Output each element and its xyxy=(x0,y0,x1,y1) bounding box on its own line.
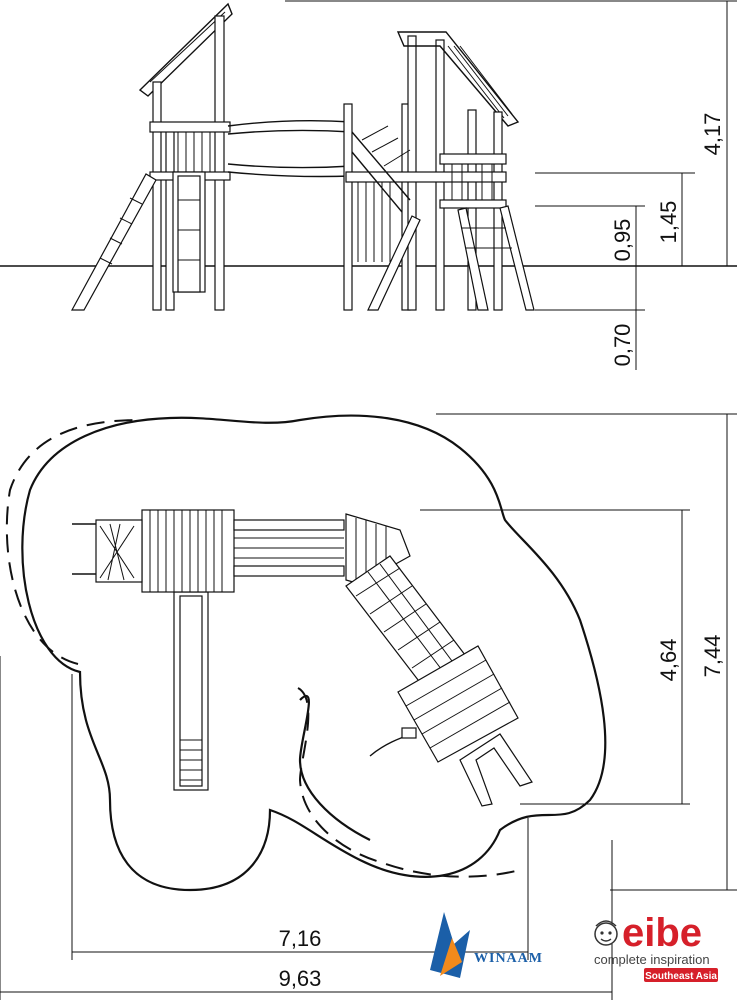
eibe-region-badge xyxy=(644,968,718,982)
dim-platform-low: 0,95 xyxy=(610,219,635,262)
dim-foundation-depth: 0,70 xyxy=(610,324,635,367)
eibe-region-label: Southeast Asia xyxy=(645,971,717,982)
winaam-wordmark: WINAAM xyxy=(474,951,543,966)
side-elevation-view: 4,17 1,45 0,95 0,70 xyxy=(0,0,737,370)
eibe-wordmark: eibe xyxy=(622,911,702,955)
plan-view: 7,44 4,64 7,16 9,63 xyxy=(0,413,737,1000)
dim-width-inner: 7,16 xyxy=(279,926,322,951)
eibe-logo: eibe complete inspiration Southeast Asia xyxy=(594,911,718,982)
dim-platform-high: 1,45 xyxy=(656,201,681,244)
eibe-face-icon xyxy=(594,920,618,946)
dim-depth-total: 7,44 xyxy=(700,635,725,678)
impact-zone-dashed-outline xyxy=(5,419,521,878)
dim-total-height: 4,17 xyxy=(700,113,725,156)
dim-width-total: 9,63 xyxy=(279,966,322,991)
dim-depth-inner: 4,64 xyxy=(656,639,681,682)
winaam-logo: WINAAM xyxy=(430,912,543,978)
safety-zone-outline xyxy=(21,414,607,892)
eibe-tagline: complete inspiration xyxy=(594,952,710,967)
